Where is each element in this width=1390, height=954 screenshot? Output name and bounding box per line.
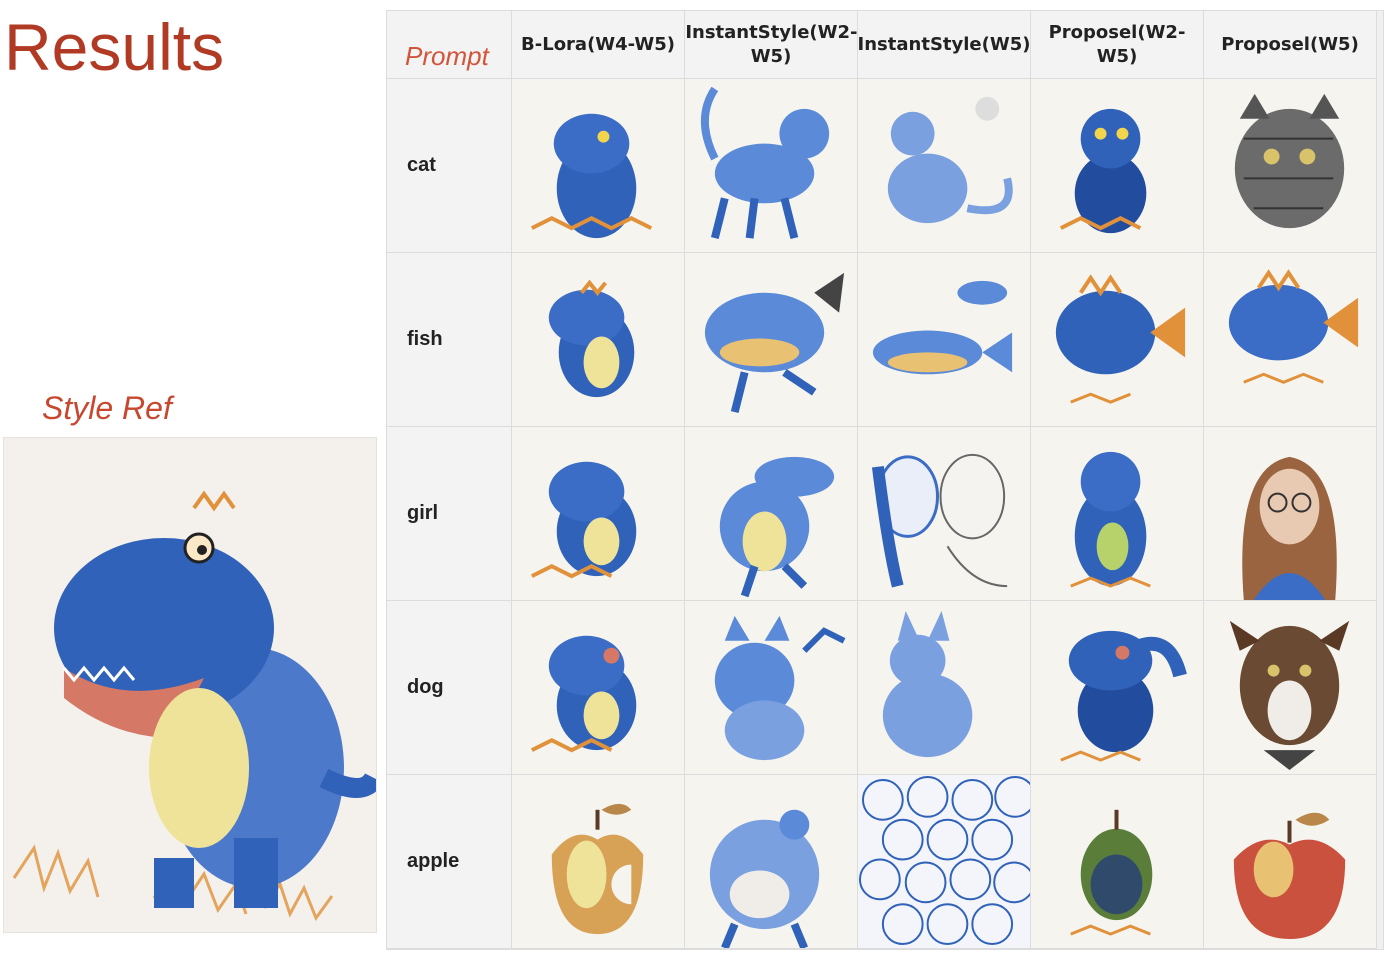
result-image-apple-proposel-w5	[1204, 775, 1377, 949]
result-image-girl-instantstyle-w5	[858, 427, 1031, 601]
style-ref-image	[4, 438, 376, 932]
column-header-instantstyle-w2-w5: InstantStyle(W2-W5)	[685, 11, 858, 79]
result-image-girl-instantstyle-w2-w5	[685, 427, 858, 601]
row-label-apple: apple	[387, 775, 512, 949]
result-image-dog-proposel-w2-w5	[1031, 601, 1204, 775]
row-label-girl: girl	[387, 427, 512, 601]
result-image-fish-instantstyle-w2-w5	[685, 253, 858, 427]
result-image-cat-proposel-w2-w5	[1031, 79, 1204, 253]
prompt-header: Prompt	[405, 41, 489, 71]
result-image-apple-proposel-w2-w5	[1031, 775, 1204, 949]
result-image-dog-instantstyle-w2-w5	[685, 601, 858, 775]
column-header-b-lora-w4-w5: B-Lora(W4-W5)	[512, 11, 685, 79]
page-title: Results	[4, 10, 225, 84]
column-header-proposel-w5: Proposel(W5)	[1204, 11, 1377, 79]
result-image-cat-instantstyle-w2-w5	[685, 79, 858, 253]
style-ref-label: Style Ref	[42, 390, 172, 426]
row-label-fish: fish	[387, 253, 512, 427]
column-header-proposel-w2-w5: Proposel(W2-W5)	[1031, 11, 1204, 79]
result-image-cat-instantstyle-w5	[858, 79, 1031, 253]
result-image-fish-instantstyle-w5	[858, 253, 1031, 427]
result-image-apple-b-lora	[512, 775, 685, 949]
result-image-apple-instantstyle-w5	[858, 775, 1031, 949]
result-image-girl-proposel-w5	[1204, 427, 1377, 601]
prompt-header-cell: Prompt	[387, 11, 512, 79]
result-image-dog-b-lora	[512, 601, 685, 775]
result-image-fish-proposel-w5	[1204, 253, 1377, 427]
result-image-fish-b-lora	[512, 253, 685, 427]
row-label-dog: dog	[387, 601, 512, 775]
result-image-girl-proposel-w2-w5	[1031, 427, 1204, 601]
result-image-dog-proposel-w5	[1204, 601, 1377, 775]
result-image-cat-b-lora	[512, 79, 685, 253]
result-image-dog-instantstyle-w5	[858, 601, 1031, 775]
result-image-apple-instantstyle-w2-w5	[685, 775, 858, 949]
row-label-cat: cat	[387, 79, 512, 253]
result-image-fish-proposel-w2-w5	[1031, 253, 1204, 427]
result-image-girl-b-lora	[512, 427, 685, 601]
result-image-cat-proposel-w5	[1204, 79, 1377, 253]
column-header-instantstyle-w5: InstantStyle(W5)	[858, 11, 1031, 79]
results-grid: Prompt B-Lora(W4-W5) InstantStyle(W2-W5)…	[386, 10, 1384, 950]
